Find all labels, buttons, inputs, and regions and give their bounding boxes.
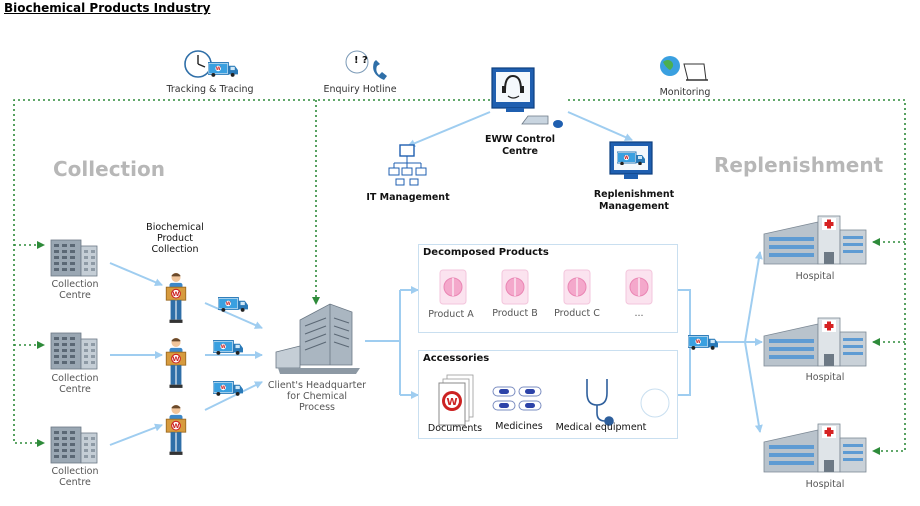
- phone-icon: [345, 50, 387, 80]
- monitoring-label: Monitoring: [659, 87, 711, 98]
- courier-icon: [165, 404, 187, 456]
- documents-label: Documents: [427, 423, 483, 434]
- control-centre-computer-icon: [491, 67, 563, 128]
- decomposed-products-title: Decomposed Products: [423, 247, 549, 258]
- enquiry-label: Enquiry Hotline: [323, 84, 397, 95]
- section-collection: Collection: [53, 157, 165, 181]
- accessories-panel: Accessories W Documents Medicines M: [418, 350, 678, 439]
- it-management-icon: [388, 144, 427, 186]
- hospital-label: Hospital: [795, 271, 835, 282]
- hospital-label: Hospital: [805, 372, 845, 383]
- truck-icon: [218, 297, 248, 312]
- medical-equipment-label: Medical equipment: [555, 422, 647, 433]
- hospital-building-icon: [763, 215, 867, 265]
- flow-arrows: [109, 111, 763, 446]
- it-management-label: IT Management: [366, 192, 450, 203]
- product-c-icon: [563, 269, 591, 305]
- collection-centre-building-icon: [50, 332, 98, 370]
- hospital-building-icon: [763, 423, 867, 473]
- enquiry-glyph: ! ?: [354, 55, 368, 66]
- more-accessories-icon: [640, 388, 670, 418]
- courier-icon: [165, 272, 187, 324]
- collection-centre-building-icon: [50, 239, 98, 277]
- hospital-building-icon: [763, 317, 867, 367]
- tracking-icon: [184, 50, 238, 78]
- truck-icon: [213, 340, 243, 355]
- headquarter-building-icon: [275, 303, 360, 374]
- tracking-label: Tracking & Tracing: [166, 84, 254, 95]
- page-title: Biochemical Products Industry: [4, 1, 211, 15]
- truck-icon: [213, 381, 243, 396]
- product-b-label: Product B: [492, 308, 538, 319]
- product-a-label: Product A: [428, 309, 474, 320]
- accessories-icons: W: [438, 374, 670, 426]
- stethoscope-icon: [586, 379, 614, 426]
- product-a-icon: [439, 269, 467, 305]
- collection-centre-building-icon: [50, 426, 98, 464]
- medicines-label: Medicines: [495, 421, 543, 432]
- product-b-icon: [501, 269, 529, 305]
- replenishment-monitor-icon: [609, 141, 653, 179]
- decomposed-products-panel: Decomposed Products Product A Product B …: [418, 244, 678, 333]
- product-c-label: Product C: [554, 308, 600, 319]
- product-more-label: ...: [634, 308, 644, 319]
- accessories-title: Accessories: [423, 353, 490, 364]
- product-more-icon: [625, 269, 653, 305]
- hospital-label: Hospital: [805, 479, 845, 490]
- svg-text:W: W: [446, 397, 457, 408]
- documents-icon: W: [438, 374, 474, 426]
- medicines-icon: [492, 386, 542, 411]
- courier-icon: [165, 337, 187, 389]
- truck-icon: [688, 335, 718, 350]
- monitoring-icon: [660, 56, 708, 81]
- section-replenishment: Replenishment: [714, 153, 884, 177]
- feedback-lines: [13, 99, 906, 455]
